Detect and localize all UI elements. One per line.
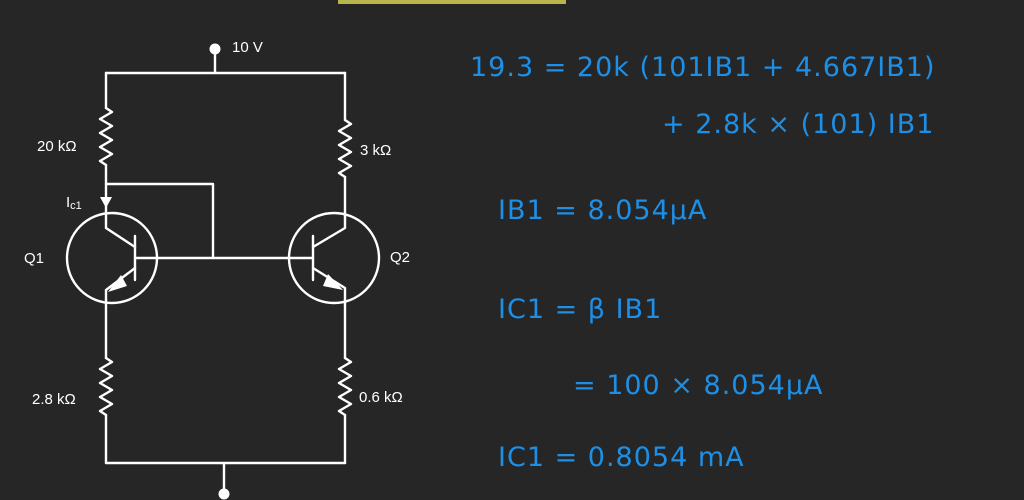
- q2-label: Q2: [390, 249, 410, 266]
- equation-line-5: = 100 × 8.054μA: [573, 370, 823, 401]
- resistor-3k-label: 3 kΩ: [360, 142, 391, 159]
- resistor-0-6k-label: 0.6 kΩ: [359, 389, 403, 406]
- resistor-20k: [98, 106, 114, 167]
- supply-label: 10 V: [232, 39, 263, 56]
- resistor-3k: [337, 118, 353, 179]
- equation-line-6: IC1 = 0.8054 mA: [498, 442, 745, 473]
- equation-line-1: 19.3 = 20k (101IB1 + 4.667IB1): [470, 52, 936, 83]
- diode-connection-wire: [104, 182, 215, 260]
- ic1-label-sub: c1: [70, 200, 82, 212]
- ic1-arrow: [100, 197, 112, 208]
- ic1-label: Ic1: [66, 194, 82, 212]
- resistor-0-6k: [337, 356, 353, 417]
- equation-line-3: IB1 = 8.054μA: [498, 195, 707, 226]
- equation-line-2: + 2.8k × (101) IB1: [662, 109, 934, 140]
- resistor-20k-label: 20 kΩ: [37, 138, 77, 155]
- q1-label: Q1: [24, 250, 44, 267]
- ground-terminal: [218, 488, 230, 500]
- equation-line-4: IC1 = β IB1: [498, 294, 662, 325]
- resistor-2-8k: [98, 356, 114, 417]
- ic1-label-main: I: [66, 194, 70, 211]
- resistor-2-8k-label: 2.8 kΩ: [32, 391, 76, 408]
- transistor-q2: [287, 211, 381, 305]
- top-accent-bar: [338, 0, 566, 4]
